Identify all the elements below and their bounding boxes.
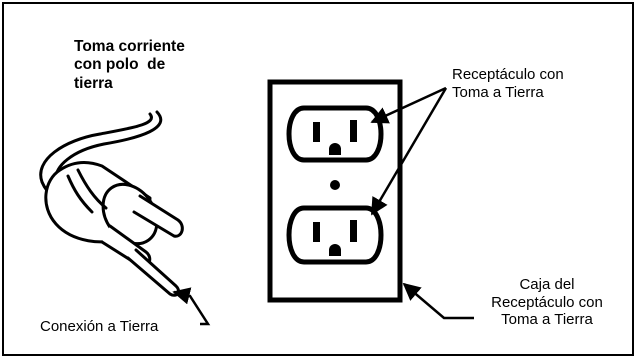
pointer-arrows (172, 86, 474, 326)
box-label-line-3: Toma a Tierra (501, 311, 593, 329)
receptacle-label: Receptáculo con Toma a Tierra (452, 66, 612, 101)
receptacle-label-line-1: Receptáculo con (452, 66, 564, 83)
plug-title-label: Toma corriente con polo de tierra (74, 38, 234, 93)
plug-title-line-1: Toma corriente (74, 38, 185, 55)
grounded-plug-icon (39, 110, 184, 297)
receptacle-label-line-2: Toma a Tierra (452, 83, 544, 101)
upper-outlet-icon (286, 105, 384, 163)
arrow-ground-pin (172, 287, 211, 326)
arrow-upper-outlet (370, 86, 447, 124)
receptacle-box-icon (267, 79, 403, 303)
arrow-receptacle-box (402, 282, 474, 320)
box-label-line-2: Receptáculo con (491, 293, 603, 311)
arrow-lower-outlet (370, 87, 448, 216)
plug-title-line-2: con polo de (74, 56, 166, 74)
receptacle-box-label: Caja del Receptáculo con Toma a Tierra (462, 276, 632, 329)
center-screw-icon (330, 180, 340, 190)
lower-outlet-icon (286, 205, 384, 265)
plug-title-line-3: tierra (74, 74, 113, 92)
box-label-line-1: Caja del (519, 276, 575, 293)
ground-connection-label: Conexión a Tierra (40, 318, 159, 335)
